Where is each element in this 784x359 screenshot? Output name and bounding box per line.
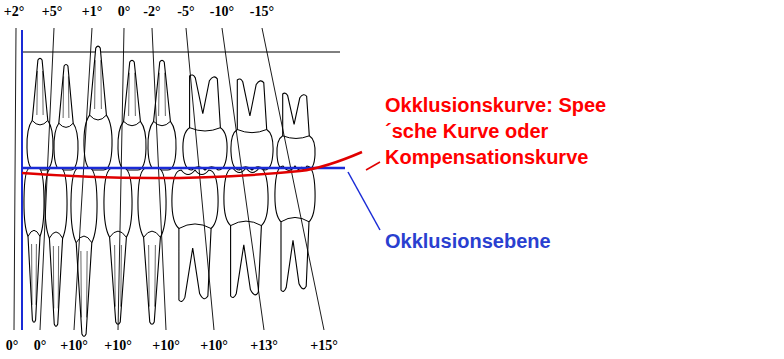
angle-label: 0° — [118, 4, 131, 19]
angle-label: +10° — [104, 338, 132, 353]
angle-label: 0° — [34, 338, 47, 353]
angle-label: -15° — [250, 4, 274, 19]
angle-label: +1° — [82, 4, 103, 19]
angle-label: -10° — [210, 4, 234, 19]
angle-label: -2° — [143, 4, 160, 19]
angle-label: +5° — [42, 4, 63, 19]
angle-label: +15° — [310, 338, 338, 353]
angle-label: +10° — [60, 338, 88, 353]
angle-label: 0° — [6, 338, 19, 353]
callout-label: Okklusionsebene — [385, 228, 685, 254]
callout-label: Okklusionskurve: Spee´sche Kurve oder Ko… — [385, 92, 625, 170]
angle-label: +2° — [4, 4, 25, 19]
angle-label: +13° — [250, 338, 278, 353]
angle-label: +10° — [200, 338, 228, 353]
angle-label: -5° — [177, 4, 194, 19]
angle-label: +10° — [152, 338, 180, 353]
